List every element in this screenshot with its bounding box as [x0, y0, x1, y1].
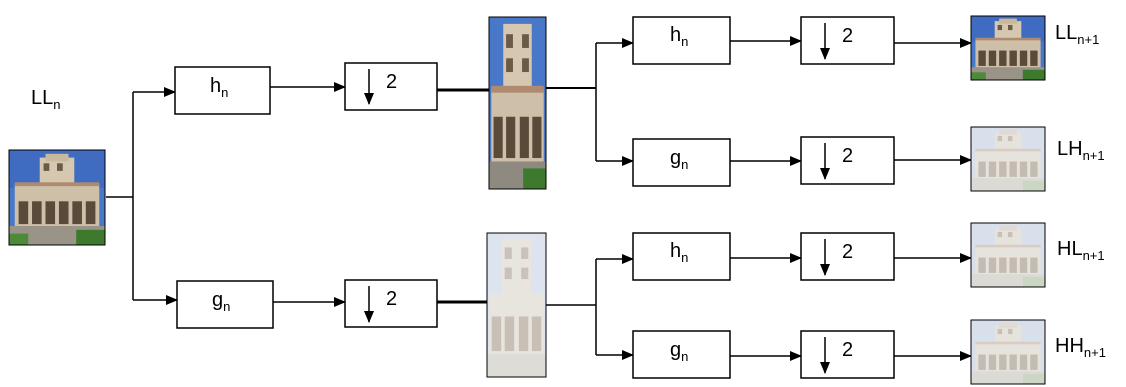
label-ll: LLn+1: [1055, 22, 1099, 47]
svg-text:2: 2: [842, 25, 853, 47]
svg-text:2: 2: [386, 71, 397, 93]
downsample-box-stage2-4: 2: [800, 330, 895, 379]
image-output-hh: [970, 319, 1046, 385]
filter-g-stage2-top: gn: [632, 138, 731, 187]
downsample-box-stage2-1: 2: [800, 16, 895, 65]
label-input: LLn: [31, 87, 60, 112]
svg-text:gn: gn: [212, 289, 230, 314]
downsample-box-stage2-3: 2: [800, 232, 895, 281]
svg-text:2: 2: [842, 241, 853, 263]
image-input: [8, 149, 106, 246]
image-output-hl: [970, 222, 1046, 288]
filter-h-stage2-top: hn: [632, 16, 731, 65]
filter-g-stage1: gn: [176, 280, 274, 329]
downsample-box-stage2-2: 2: [800, 136, 895, 185]
image-intermediate-high: [486, 232, 547, 378]
svg-text:hn: hn: [210, 75, 228, 100]
svg-text:gn: gn: [670, 339, 688, 364]
label-hl: HLn+1: [1057, 238, 1105, 263]
downsample-box-stage1-bottom: 2: [344, 279, 438, 328]
svg-text:gn: gn: [670, 147, 688, 172]
downsample-box-stage1-top: 2: [344, 62, 438, 111]
label-hh: HHn+1: [1055, 335, 1106, 360]
image-output-lh: [970, 126, 1046, 192]
svg-text:2: 2: [842, 339, 853, 361]
filter-h-stage2-bottom: hn: [632, 232, 731, 281]
filter-g-stage2-bottom: gn: [632, 330, 731, 379]
svg-text:hn: hn: [670, 24, 688, 49]
svg-text:hn: hn: [670, 240, 688, 265]
connections: [106, 36, 972, 361]
image-output-ll: [970, 15, 1046, 81]
svg-text:2: 2: [386, 288, 397, 310]
filter-h-stage1: hn: [174, 66, 271, 115]
label-lh: LHn+1: [1057, 138, 1105, 163]
image-intermediate-low: [488, 16, 547, 190]
svg-text:2: 2: [842, 145, 853, 167]
